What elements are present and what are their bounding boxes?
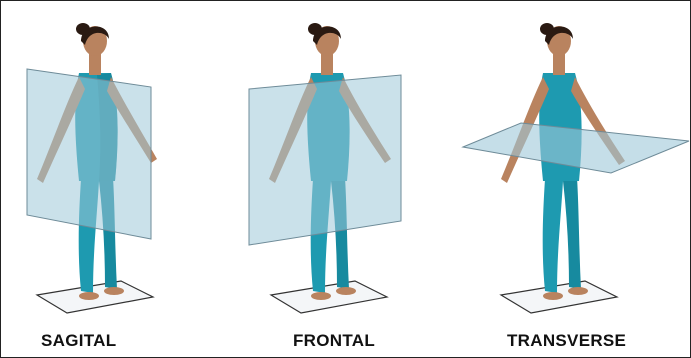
frontal-panel: FRONTAL (231, 1, 461, 357)
sagittal-panel: SAGITAL (1, 1, 231, 357)
frontal-illustration (231, 1, 461, 357)
frontal-plane (249, 75, 401, 245)
transverse-panel: TRANSVERSE (461, 1, 691, 357)
frontal-label: FRONTAL (293, 331, 375, 351)
sagittal-illustration (1, 1, 231, 357)
transverse-label: TRANSVERSE (507, 331, 626, 351)
sagital-label: SAGITAL (41, 331, 116, 351)
transverse-plane (463, 123, 689, 173)
transverse-illustration (461, 1, 691, 357)
sagittal-plane (27, 69, 151, 239)
